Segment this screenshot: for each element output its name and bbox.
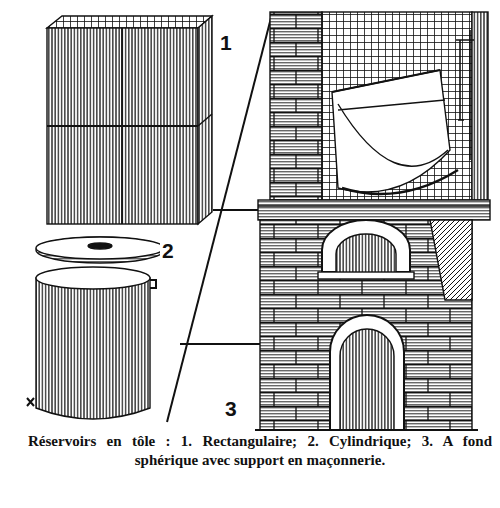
callout-number: 3 bbox=[223, 398, 239, 419]
callout-number: 2 bbox=[160, 240, 176, 261]
caption: Réservoirs en tôle : 1. Rectangulaire; 2… bbox=[28, 432, 492, 470]
callout-number: 1 bbox=[218, 32, 234, 53]
rectangular-tank bbox=[47, 16, 212, 224]
cylindrical-tank bbox=[27, 237, 164, 419]
masonry-tower bbox=[167, 12, 490, 430]
